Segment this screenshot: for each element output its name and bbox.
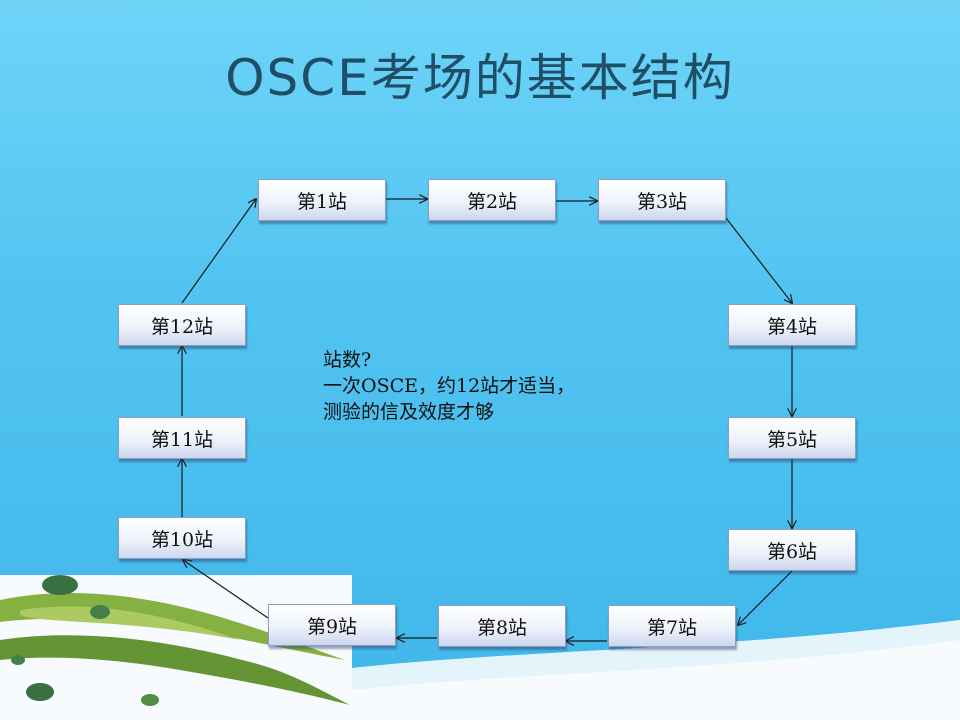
station-6: 第6站 xyxy=(728,529,856,571)
note-line: 测验的信及效度才够 xyxy=(323,401,495,423)
note-line: 站数? xyxy=(323,349,372,371)
station-label: 第3站 xyxy=(636,190,688,213)
green-brush-strokes xyxy=(0,575,350,706)
station-label: 第11站 xyxy=(150,428,214,451)
station-2: 第2站 xyxy=(428,179,556,221)
station-11: 第11站 xyxy=(118,417,246,459)
white-wave-highlight xyxy=(352,620,960,690)
station-label: 第6站 xyxy=(766,540,818,563)
station-count-note: 站数? 一次OSCE，约12站才适当， 测验的信及效度才够 xyxy=(323,347,643,425)
arrow-3-to-4 xyxy=(725,217,792,303)
station-label: 第7站 xyxy=(646,616,698,639)
station-3: 第3站 xyxy=(598,179,726,221)
station-7: 第7站 xyxy=(608,605,736,647)
station-8: 第8站 xyxy=(438,605,566,647)
station-label: 第9站 xyxy=(306,615,358,638)
white-wave-shape xyxy=(0,575,960,720)
slide-title: OSCE考场的基本结构 xyxy=(225,49,735,107)
station-10: 第10站 xyxy=(118,517,246,559)
station-9: 第9站 xyxy=(268,604,396,646)
station-1: 第1站 xyxy=(258,179,386,221)
arrow-6-to-7 xyxy=(738,570,793,625)
station-label: 第5站 xyxy=(766,428,818,451)
station-label: 第4站 xyxy=(766,315,818,338)
station-4: 第4站 xyxy=(728,304,856,346)
arrow-12-to-1 xyxy=(181,199,256,304)
station-label: 第8站 xyxy=(476,616,528,639)
station-5: 第5站 xyxy=(728,417,856,459)
station-label: 第10站 xyxy=(150,528,214,551)
note-line: 一次OSCE，约12站才适当， xyxy=(323,375,576,397)
station-label: 第1站 xyxy=(296,190,348,213)
station-12: 第12站 xyxy=(118,304,246,346)
arrow-9-to-10 xyxy=(183,560,269,619)
station-label: 第2站 xyxy=(466,190,518,213)
station-label: 第12站 xyxy=(150,315,214,338)
